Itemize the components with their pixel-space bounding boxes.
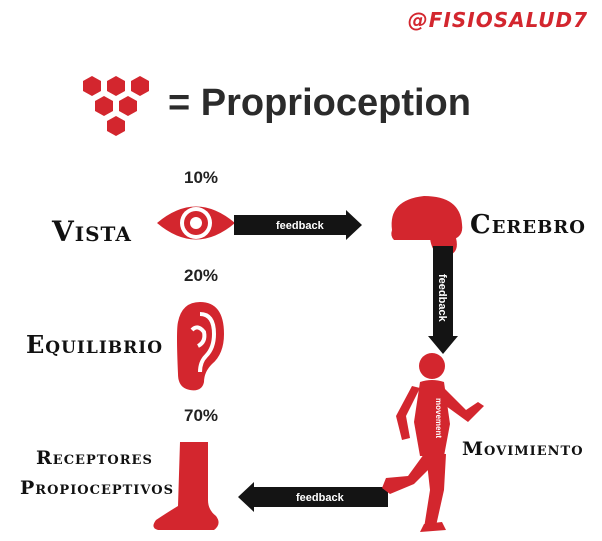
vista-percent: 10% xyxy=(184,168,219,187)
movimiento-label: Movimiento xyxy=(462,438,584,460)
runner-icon: movement xyxy=(382,353,484,532)
receptores-percent: 70% xyxy=(184,406,219,425)
vista-label: Vista xyxy=(52,215,132,248)
feedback-label-right: feedback xyxy=(436,274,448,323)
equilibrio-percent: 20% xyxy=(184,266,219,285)
ear-icon xyxy=(177,302,224,391)
feedback-arrow-top: feedback xyxy=(234,210,362,240)
eye-icon xyxy=(157,206,235,240)
social-handle: @FISIOSALUD7 xyxy=(407,8,588,32)
cerebro-label: Cerebro xyxy=(470,210,586,240)
equilibrio-label: Equilibrio xyxy=(26,330,164,359)
feedback-label-top: feedback xyxy=(276,220,325,232)
page-title: = Proprioception xyxy=(168,82,471,124)
feedback-label-bottom: feedback xyxy=(296,492,345,504)
leg-foot-icon xyxy=(153,442,219,530)
movement-label: movement xyxy=(434,398,443,438)
receptores-label-line1: Receptores xyxy=(36,447,153,469)
hexagon-logo-icon xyxy=(83,76,149,136)
feedback-arrow-bottom: feedback xyxy=(238,482,388,512)
receptores-label-line2: Propioceptivos xyxy=(20,477,174,499)
feedback-arrow-right: feedback xyxy=(428,246,458,354)
